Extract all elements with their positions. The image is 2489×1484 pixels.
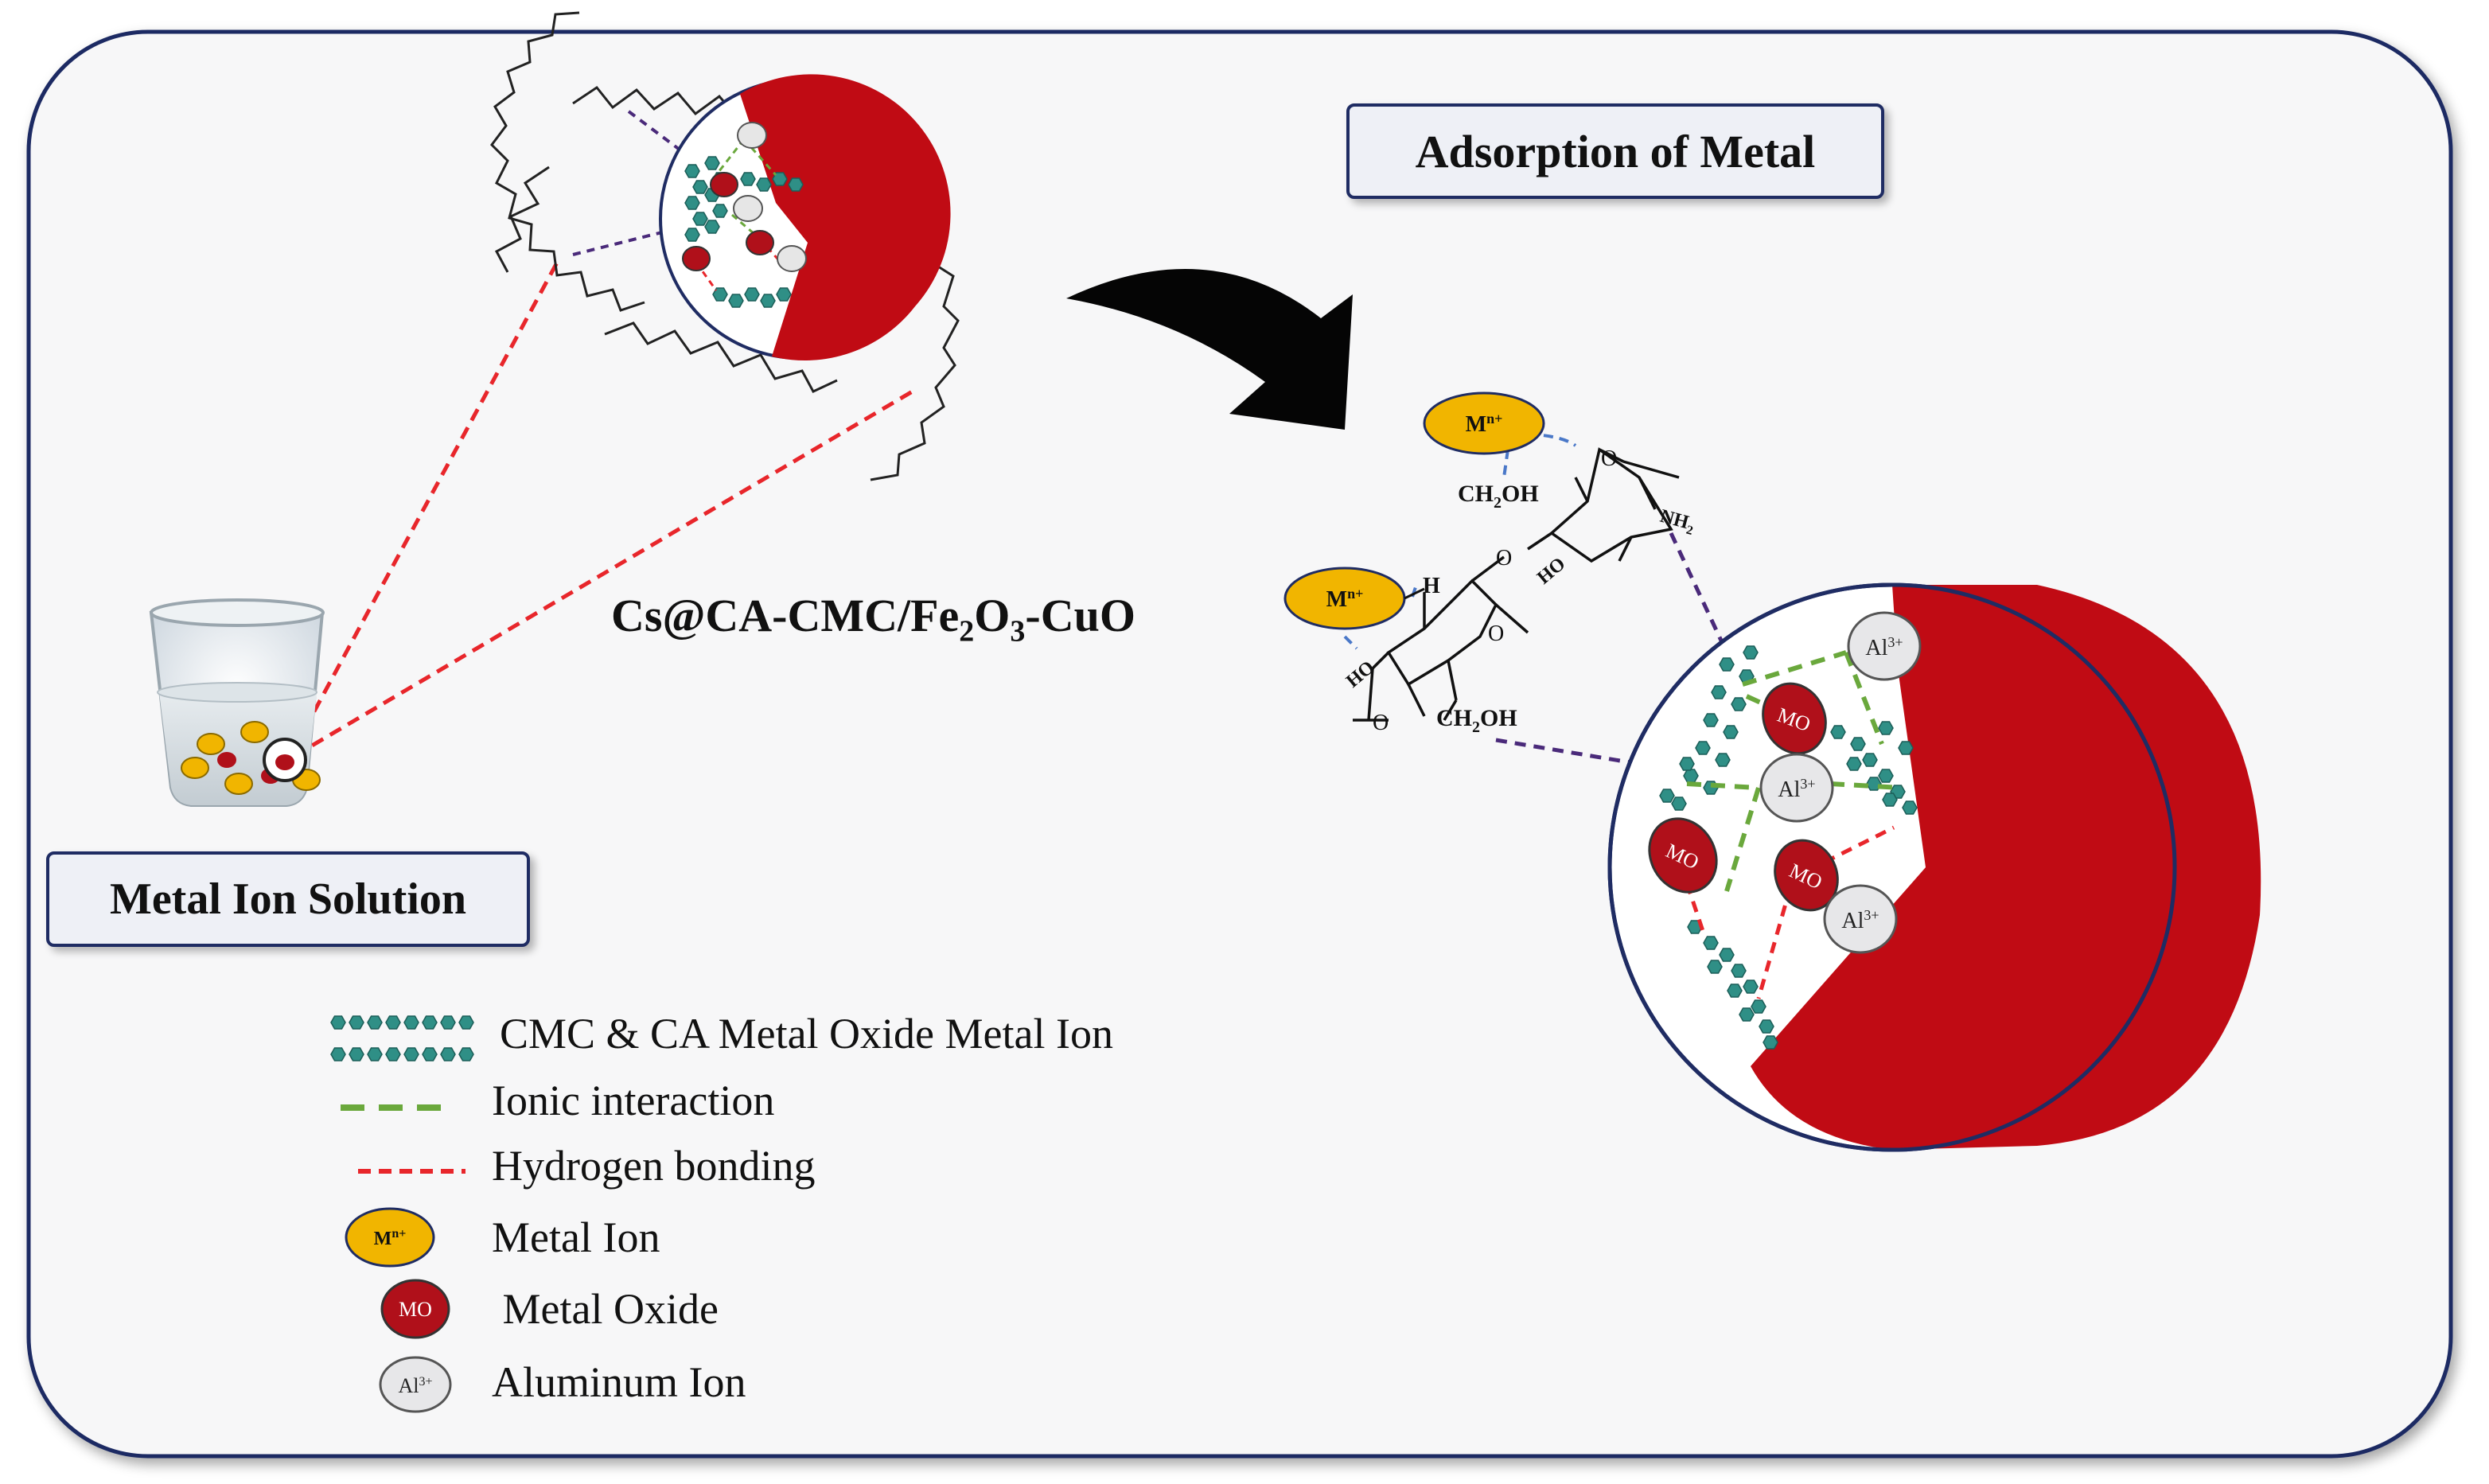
legend-label-metal-ion: Metal Ion [492,1213,660,1261]
aluminum-ion-large-1: Al3+ [1847,611,1922,681]
svg-text:Al3+: Al3+ [1865,634,1903,660]
aluminum-ion-small [737,122,767,149]
ch2oh-lower: CH2OH [1436,705,1517,736]
hydrogen-label: H [1423,574,1440,598]
svg-text:MO: MO [399,1298,432,1321]
beaker [149,598,325,807]
solution-title: Metal Ion Solution [46,851,530,947]
particle-core-large [1751,585,2261,1150]
metal-oxide-small [682,246,711,271]
metal-oxide-large-1: MO [1762,682,1827,755]
metal-oxide-large-3: MO [1774,839,1839,912]
svg-text:Mn+: Mn+ [1466,411,1503,437]
glycosidic-oxygen: O [1496,546,1512,571]
metal-ion-top: Mn+ [1423,391,1545,455]
legend-label-aluminum: Aluminum Ion [492,1358,746,1406]
legend-label-chain: CMC & CA Metal Oxide Metal Ion [500,1010,1113,1057]
process-arrow [1066,268,1353,430]
aluminum-ion-large-3: Al3+ [1823,884,1898,954]
legend-label-hbond: Hydrogen bonding [492,1142,816,1190]
svg-text:Mn+: Mn+ [1326,586,1364,612]
metal-ion-left: Mn+ [1283,567,1406,630]
composite-formula: Cs@CA-CMC/Fe2O3-CuO [611,590,1135,649]
legend-aluminum-ion-icon: Al3+ [379,1356,452,1413]
chitosan-molecule [1353,447,1680,722]
aluminum-ion-large-2: Al3+ [1759,753,1834,823]
svg-text:Al3+: Al3+ [398,1374,432,1397]
svg-text:Mn+: Mn+ [374,1227,407,1249]
ring-oxygen-upper: O [1601,446,1617,471]
aluminum-ion-small [777,245,807,272]
adsorption-title: Adsorption of Metal [1346,103,1884,199]
large-particle: Al3+ MO Al3+ MO MO Al3+ [1607,582,2261,1152]
ch2oh-upper: CH2OH [1458,481,1539,512]
legend-label-metal-oxide: Metal Oxide [492,1285,719,1333]
particle-core-small [740,74,951,360]
aluminum-ion-small [733,195,763,222]
legend-label-ionic: Ionic interaction [492,1077,775,1124]
svg-text:Al3+: Al3+ [1778,776,1815,802]
svg-text:Al3+: Al3+ [1841,907,1879,933]
ring-oxygen-lower: O [1488,621,1504,646]
metal-oxide-small [710,172,738,197]
legend-metal-ion-icon: Mn+ [345,1207,435,1268]
zoom-guide-lines [292,261,917,758]
legend-icons: Mn+ MO Al3+ [330,1015,474,1413]
metal-oxide-small [746,230,774,255]
legend-metal-oxide-icon: MO [380,1279,450,1339]
small-particle [490,11,960,481]
terminal-oxygen: O [1373,711,1389,735]
metal-oxide-large-2: MO [1648,817,1718,894]
